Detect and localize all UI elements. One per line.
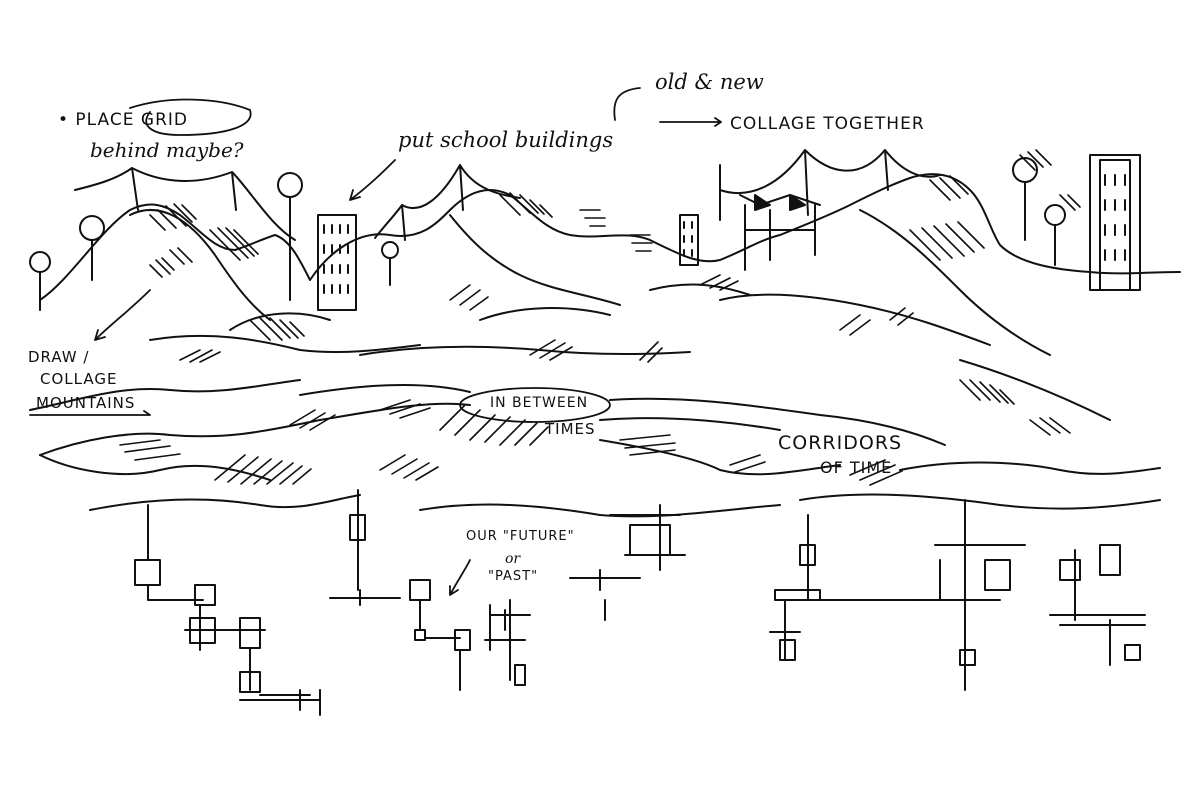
annotation-arrows xyxy=(29,87,722,596)
future-note-1: OUR "FUTURE" xyxy=(466,529,575,544)
tent-lines-right xyxy=(719,149,941,221)
hatching xyxy=(119,149,1081,486)
corridors-note: CORRIDORS xyxy=(778,432,903,454)
future-note-2: or xyxy=(505,551,521,567)
ridge-right xyxy=(859,209,1051,356)
behind-maybe-note: behind maybe? xyxy=(90,138,244,162)
old-new-note: old & new xyxy=(655,70,764,94)
trees xyxy=(29,157,1066,311)
put-school-note: put school buildings xyxy=(398,128,614,152)
of-time-note: OF TIME xyxy=(820,458,893,477)
future-note-3: "PAST" xyxy=(488,569,539,584)
tower-left xyxy=(317,214,357,311)
grid-structures xyxy=(134,489,1146,716)
ridge-left xyxy=(129,209,271,321)
draw-note-3: MOUNTAINS xyxy=(36,394,136,412)
tent-lines-left xyxy=(74,167,296,241)
in-between-note: IN BETWEEN xyxy=(490,395,589,411)
place-grid-note: • PLACE GRID xyxy=(58,110,188,130)
valley-lines xyxy=(29,283,1161,518)
draw-note-1: DRAW / xyxy=(28,348,90,366)
ridge-mid xyxy=(449,214,621,306)
tower-right xyxy=(1089,154,1141,291)
collage-together-note: COLLAGE TOGETHER xyxy=(730,114,925,134)
draw-note-2: COLLAGE xyxy=(40,370,118,388)
tower-mid xyxy=(679,214,699,266)
tent-building xyxy=(739,194,821,271)
mountain-ridge xyxy=(39,173,1181,301)
times-note: TIMES xyxy=(545,420,596,438)
tent-lines-center xyxy=(374,164,521,241)
